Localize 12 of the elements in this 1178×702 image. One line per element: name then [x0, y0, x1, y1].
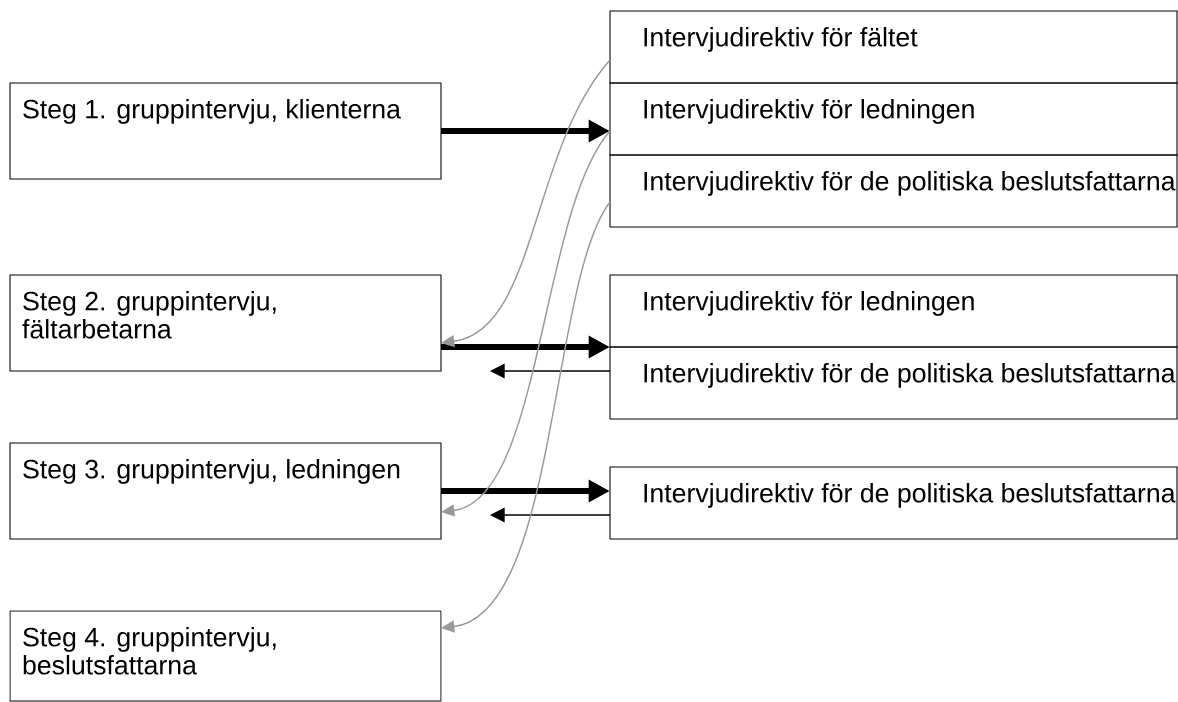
directive-cell: Intervjudirektiv för de politiska beslutsfattarna	[609, 346, 1178, 420]
directive-cell: Intervjudirektiv för ledningen	[609, 82, 1178, 156]
arrow	[490, 363, 611, 379]
text-box: Steg 2. gruppintervju, fältarbetarna	[9, 274, 442, 372]
directive-cell: Intervjudirektiv för de politiska beslutsfattarna	[609, 154, 1178, 228]
directive-cell: Intervjudirektiv för fältet	[609, 10, 1178, 84]
text-box: Steg 1. gruppintervju, klienterna	[9, 82, 442, 180]
arrow	[490, 507, 611, 523]
directive-cell: Intervjudirektiv för de politiska beslutsfattarna	[609, 466, 1178, 540]
text-box: Steg 4. gruppintervju, beslutsfattarna	[9, 610, 442, 702]
text-box: Steg 3. gruppintervju, ledningen	[9, 442, 442, 540]
directive-cell: Intervjudirektiv för ledningen	[609, 274, 1178, 348]
